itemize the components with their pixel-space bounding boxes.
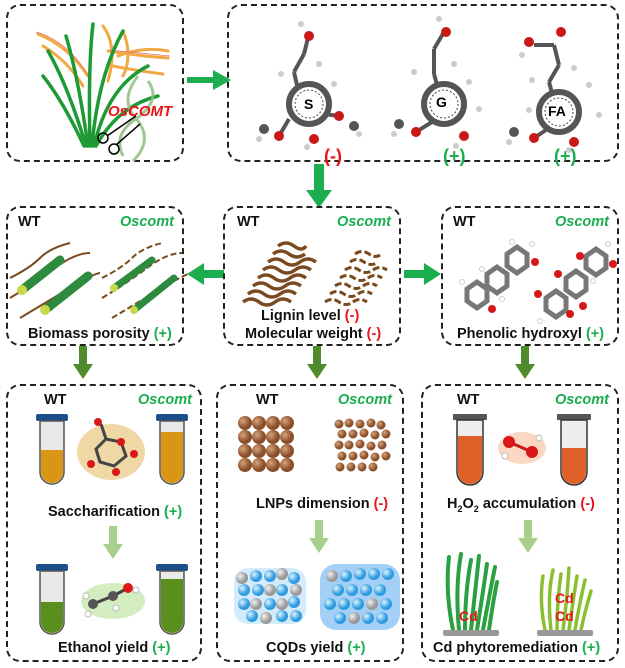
monomer-panel: S (-) G (+) FA (+) [227, 4, 619, 166]
nanomaterial-panel: WT Oscomt LNPs dimension (-) CQ [216, 384, 404, 662]
phytoremediation-panel: WT Oscomt H2O2 accumulation (-) Cd Cd Cd… [421, 384, 619, 662]
fa-effect-sign: (+) [554, 146, 577, 166]
bioethanol-panel: WT Oscomt Saccharification (+) Ethanol y… [6, 384, 202, 662]
lignin-mutant-icon [324, 250, 388, 306]
wt-label: WT [237, 214, 260, 230]
gene-label: OsCOMT [108, 103, 173, 120]
plant-mutant-icon [537, 566, 593, 636]
arrow-down-light-icon [518, 520, 538, 553]
mutant-label: Oscomt [120, 214, 174, 230]
lignin-panel: WT Oscomt Lignin level (-) Molecular wei… [223, 206, 401, 346]
wt-label: WT [18, 214, 41, 230]
gene-editing-panel: OsCOMT [6, 4, 184, 163]
h2o2-accumulation-label: H2O2 accumulation (-) [447, 496, 595, 514]
cellulose-fibril-mutant-icon [101, 242, 193, 319]
lnps-dimension-label: LNPs dimension (-) [256, 496, 389, 512]
cd-label-mutant-upper: Cd [555, 590, 574, 606]
wt-label: WT [457, 392, 480, 408]
biomass-panel: WT Oscomt Biomass porosity (+) [6, 206, 193, 346]
rice-plant-icon [35, 22, 171, 163]
phenolic-wt-molecule [459, 239, 539, 313]
wt-label: WT [256, 392, 279, 408]
phenolic-hydroxyl-label: Phenolic hydroxyl (+) [457, 326, 605, 342]
g-monomer-molecule [391, 16, 482, 149]
cd-label-mutant-lower: Cd [555, 608, 574, 624]
s-ring-label: S [304, 96, 314, 112]
s-effect-sign: (-) [324, 146, 342, 166]
mutant-label: Oscomt [555, 392, 609, 408]
g-ring-label: G [436, 94, 447, 110]
ethanol-tube-mutant-icon [156, 564, 188, 635]
biomass-porosity-label: Biomass porosity (+) [28, 326, 172, 342]
glucose-molecule-icon [77, 418, 145, 480]
g-effect-sign: (+) [443, 146, 466, 166]
lnps-wt-icon [238, 416, 294, 472]
phenolic-mutant-molecule [534, 241, 617, 324]
sugar-tube-mutant-icon [156, 414, 188, 485]
arrow-right-icon [404, 263, 441, 285]
mutant-label: Oscomt [138, 392, 192, 408]
dna-helix-icon [118, 75, 155, 163]
fa-ring-label: FA [548, 103, 566, 119]
h2o2-tube-wt-icon [453, 414, 487, 486]
scissors-icon [97, 115, 141, 155]
arrow-down-light-icon [103, 526, 123, 559]
arrow-right-icon [187, 70, 231, 90]
mutant-label: Oscomt [337, 214, 391, 230]
cd-phytoremediation-label: Cd phytoremediation (+) [433, 640, 601, 656]
saccharification-label: Saccharification (+) [48, 504, 183, 520]
sugar-tube-wt-icon [36, 414, 68, 485]
plant-wt-icon [443, 552, 499, 636]
wt-label: WT [44, 392, 67, 408]
arrow-down-icon [306, 164, 332, 208]
cqds-yield-label: CQDs yield (+) [266, 640, 366, 656]
phenolic-panel: WT Oscomt Phenolic hydroxyl (+) [441, 206, 619, 346]
cqds-wt-icon [234, 568, 306, 624]
h2o2-molecule-icon [498, 432, 546, 464]
lignin-wt-icon [241, 241, 318, 307]
mutant-label: Oscomt [338, 392, 392, 408]
molecular-weight-label: Molecular weight (-) [245, 326, 382, 342]
lignin-level-label: Lignin level (-) [261, 308, 360, 324]
arrow-down-icon [515, 346, 535, 379]
h2o2-tube-mutant-icon [557, 414, 591, 486]
fa-monomer-molecule [506, 27, 602, 153]
arrow-down-icon [307, 346, 327, 379]
mutant-label: Oscomt [555, 214, 609, 230]
cellulose-fibril-wt-icon [9, 242, 101, 319]
arrow-down-icon [73, 346, 93, 379]
lnps-mutant-icon [334, 418, 391, 472]
s-monomer-molecule [256, 21, 362, 150]
cd-label-wt: Cd [459, 608, 478, 624]
wt-label: WT [453, 214, 476, 230]
arrow-down-light-icon [309, 520, 329, 553]
arrow-left-icon [187, 263, 224, 285]
ethanol-molecule-icon [81, 583, 145, 619]
ethanol-tube-wt-icon [36, 564, 68, 635]
ethanol-yield-label: Ethanol yield (+) [58, 640, 171, 656]
cqds-mutant-icon [320, 564, 400, 630]
